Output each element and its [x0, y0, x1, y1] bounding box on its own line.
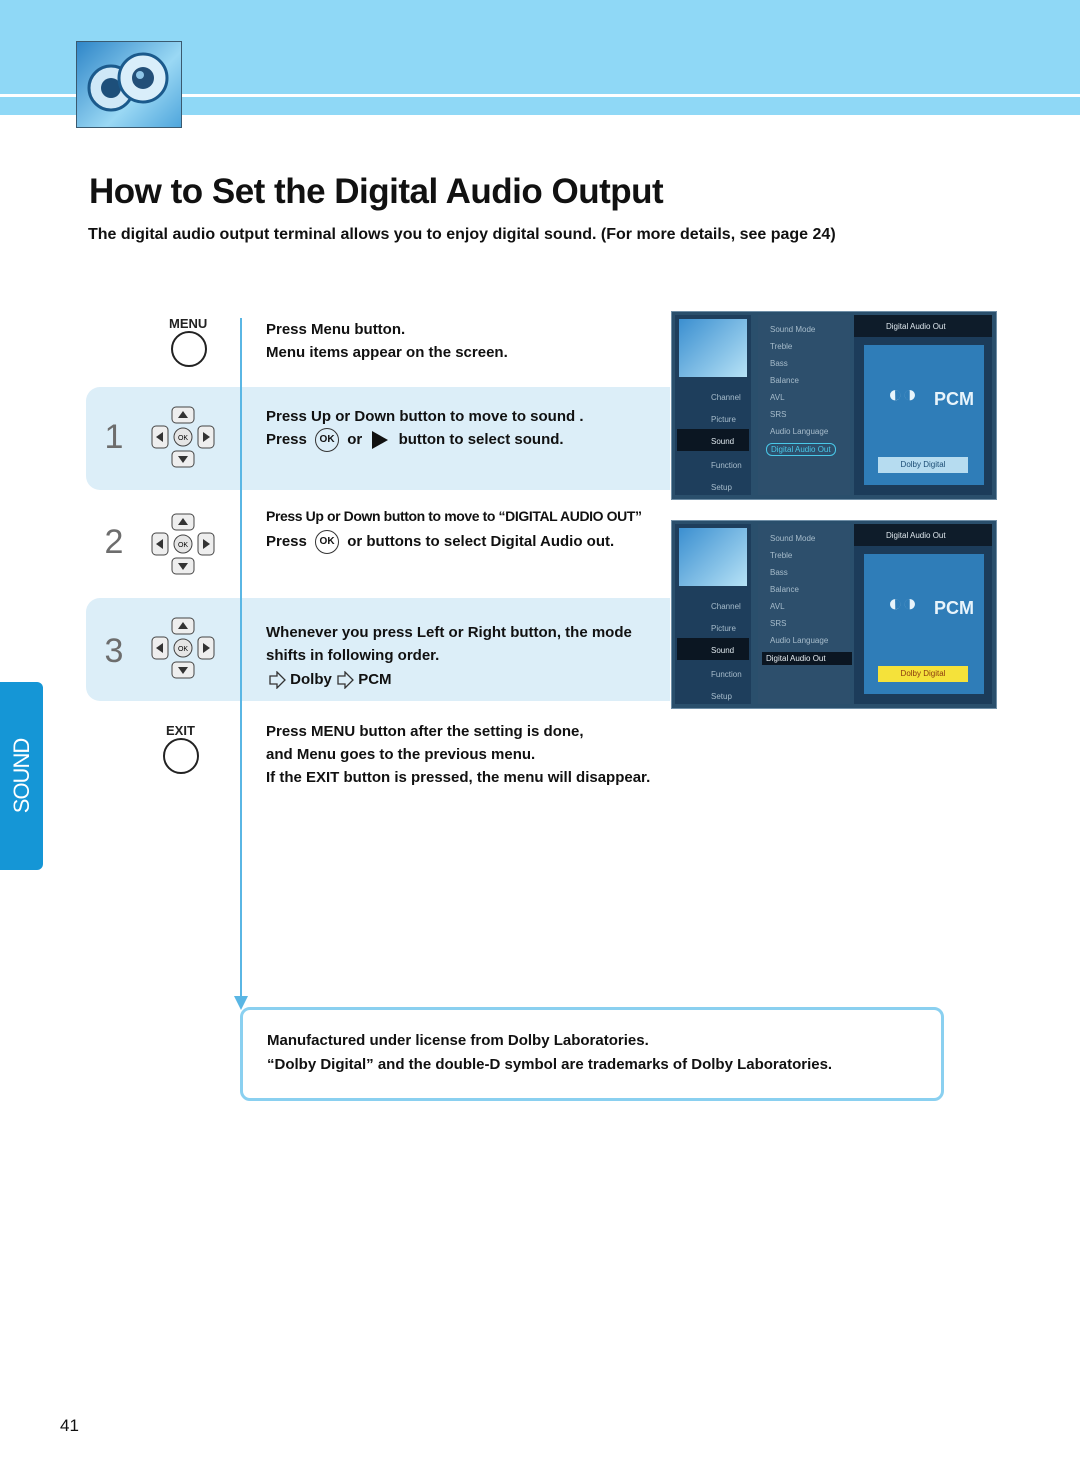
step1-line2-end: button to select sound.	[398, 430, 564, 448]
tv-icon-column: Channel Picture Sound Function Setup	[675, 524, 751, 704]
tv-screen-2: Channel Picture Sound Function Setup Sou…	[671, 520, 997, 709]
step3-number: 3	[104, 632, 124, 670]
tv-menu-item: Balance	[770, 585, 799, 594]
tv-icon-label: Function	[711, 670, 742, 679]
tv-menu-item: Sound Mode	[770, 534, 816, 543]
tv-screen-1: Channel Picture Sound Function Setup Sou…	[671, 311, 997, 500]
dpad-icon: OK	[151, 617, 215, 679]
double-d-icon: ◐◑	[888, 590, 917, 617]
tv-panel-body: ◐◑ PCM Dolby Digital	[864, 345, 984, 485]
tv-menu-item: Treble	[770, 342, 793, 351]
tv-icon-label: Channel	[711, 393, 741, 402]
speaker-icon	[76, 41, 182, 128]
tv-menu-list: Sound Mode Treble Bass Balance AVL SRS A…	[758, 524, 852, 704]
tv-menu-item: Treble	[770, 551, 793, 560]
step2-number: 2	[104, 523, 124, 561]
tv-menu-item: AVL	[770, 393, 785, 402]
flow-line	[240, 318, 242, 1003]
flow-arrow-icon	[234, 996, 248, 1010]
tv-menu-item: SRS	[770, 619, 787, 628]
speaker-icon	[679, 319, 747, 377]
svg-text:OK: OK	[178, 435, 188, 442]
tv-icon-label: Picture	[711, 415, 736, 424]
dpad-icon: OK	[151, 406, 215, 468]
tv-icon-label: Setup	[711, 692, 732, 701]
tv-menu-item: Sound Mode	[770, 325, 816, 334]
ok-button-icon: OK	[315, 428, 340, 452]
tv-icon-label: Sound	[711, 646, 735, 655]
right-arrow-icon	[372, 431, 389, 449]
intro-text: The digital audio output terminal allows…	[88, 226, 836, 243]
exit-button-icon	[163, 738, 199, 774]
svg-text:OK: OK	[178, 542, 188, 549]
menu-step-line2: Menu items appear on the screen.	[266, 344, 508, 361]
step1-number: 1	[104, 418, 124, 456]
tv-menu-item: Balance	[770, 376, 799, 385]
tv-icon-label: Function	[711, 461, 742, 470]
tv-menu-list: Sound Mode Treble Bass Balance AVL SRS A…	[758, 315, 850, 495]
step1-line1: Press Up or Down button to move to sound…	[266, 408, 584, 425]
svg-text:OK: OK	[178, 646, 188, 653]
ok-button-icon: OK	[315, 530, 340, 554]
tv-menu-item: Audio Language	[770, 636, 829, 645]
step3-line1: Whenever you press Left or Right button,…	[266, 624, 632, 641]
header-divider	[0, 94, 1080, 97]
tv-menu-item: AVL	[770, 602, 785, 611]
tv-logo-text: PCM	[934, 598, 974, 618]
tv-icon-label: Picture	[711, 624, 736, 633]
notice-line1: Manufactured under license from Dolby La…	[267, 1032, 649, 1049]
speaker-icon	[679, 528, 747, 586]
step2-line2-end: or buttons to select Digital Audio out.	[347, 532, 615, 550]
option-dolby: Dolby	[290, 671, 332, 688]
step3-line2: shifts in following order.	[266, 647, 440, 664]
step2-line1: Press Up or Down button to move to “DIGI…	[266, 508, 642, 524]
step2-press: Press	[266, 532, 307, 550]
menu-label: MENU	[169, 316, 208, 331]
cycle-arrow-icon	[337, 670, 354, 690]
page-title: How to Set the Digital Audio Output	[89, 172, 664, 211]
tv-panel-header	[854, 524, 992, 546]
tv-panel: Digital Audio Out ◐◑ PCM Dolby Digital	[854, 524, 992, 704]
tv-panel: Digital Audio Out ◐◑ PCM Dolby Digital	[854, 315, 992, 495]
dpad-icon: OK	[151, 513, 215, 575]
tv-menu-item-selected: Digital Audio Out	[766, 443, 836, 456]
step1-press: Press	[266, 430, 307, 448]
menu-button-icon	[171, 331, 207, 367]
notice-line2: “Dolby Digital” and the double-D symbol …	[267, 1056, 833, 1073]
tv-value-box-highlighted: Dolby Digital	[878, 666, 968, 682]
tv-panel-body: ◐◑ PCM Dolby Digital	[864, 554, 984, 694]
tv-icon-column: Channel Picture Sound Function Setup	[675, 315, 751, 495]
menu-step-line1: Press Menu button.	[266, 321, 406, 338]
exit-line2: and Menu goes to the previous menu.	[266, 746, 536, 763]
tv-menu-item-selected: Digital Audio Out	[762, 652, 852, 665]
option-pcm: PCM	[358, 671, 392, 688]
tv-menu-item: SRS	[770, 410, 787, 419]
tv-icon-label: Sound	[711, 437, 735, 446]
tv-panel-title: Digital Audio Out	[886, 322, 946, 331]
tv-icon-label: Setup	[711, 483, 732, 492]
tv-icon-label: Channel	[711, 602, 741, 611]
tv-panel-title: Digital Audio Out	[886, 531, 946, 540]
step1-or: or	[347, 430, 363, 448]
exit-label: EXIT	[166, 723, 195, 738]
section-tab: SOUND	[0, 682, 43, 870]
tv-logo-text: PCM	[934, 389, 974, 409]
tv-menu-item: Bass	[770, 568, 788, 577]
tv-icon-selected	[677, 638, 749, 660]
tv-menu-item: Bass	[770, 359, 788, 368]
tv-icon-selected	[677, 429, 749, 451]
double-d-icon: ◐◑	[888, 381, 917, 408]
trademark-notice: Manufactured under license from Dolby La…	[240, 1007, 944, 1101]
exit-line3: If the EXIT button is pressed, the menu …	[266, 769, 651, 786]
section-tab-label: SOUND	[8, 738, 34, 814]
tv-panel-header	[854, 315, 992, 337]
tv-value-box: Dolby Digital	[878, 457, 968, 473]
cycle-arrow-icon	[269, 670, 286, 690]
tv-menu-item: Audio Language	[770, 427, 829, 436]
page-number: 41	[60, 1416, 79, 1435]
exit-line1: Press MENU button after the setting is d…	[266, 723, 584, 740]
